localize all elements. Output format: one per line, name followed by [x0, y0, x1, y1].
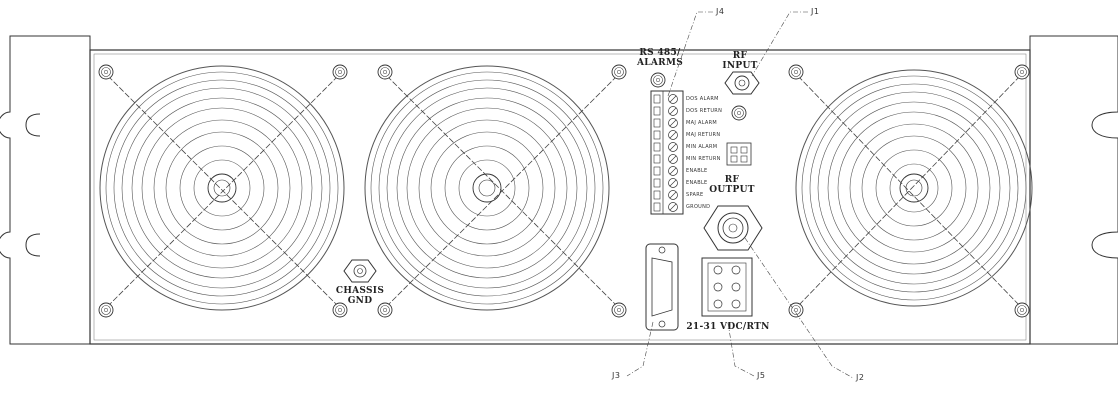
rf-output-line1: RF — [724, 175, 740, 185]
j2-rf-output-connector — [703, 205, 763, 251]
chassis-gnd-line2: GND — [347, 296, 373, 306]
j3-db-connector — [645, 243, 679, 331]
rf-output-line2: OUTPUT — [709, 185, 755, 195]
fan-right — [788, 64, 1033, 318]
terminal-label: MIN RETURN — [686, 156, 721, 162]
terminal-label: ENABLE — [686, 168, 708, 174]
fan-center-screw — [611, 302, 627, 318]
fan-right-screw — [788, 302, 804, 318]
fan-left-screw — [98, 302, 114, 318]
j5-power-connector — [701, 257, 753, 317]
right-rack-ear — [1029, 35, 1118, 345]
rs485-alarms-label: RS 485/ ALARMS — [632, 48, 688, 68]
terminal-screw — [653, 190, 678, 200]
terminal-screw — [653, 154, 678, 164]
chassis-gnd-label: CHASSIS GND — [331, 286, 389, 306]
terminal-screw — [653, 178, 678, 188]
terminal-screw — [653, 166, 678, 176]
fan-left-screw — [332, 64, 348, 80]
j4-terminal-block — [650, 90, 684, 215]
terminal-screw — [653, 94, 678, 104]
terminal-screw — [653, 118, 678, 128]
fan-center-screw — [377, 64, 393, 80]
fan-left-screw — [98, 64, 114, 80]
fan-right-screw — [1014, 64, 1030, 80]
terminal-label: GROUND — [686, 204, 711, 210]
terminal-label: DOS RETURN — [686, 108, 723, 114]
chassis-gnd-stud — [343, 259, 377, 283]
fan-right-screw — [788, 64, 804, 80]
rf-input-line2: INPUT — [722, 61, 758, 71]
terminal-screw — [653, 142, 678, 152]
left-rack-ear — [0, 35, 91, 345]
terminal-label: MAJ ALARM — [686, 120, 718, 126]
terminal-screw — [653, 106, 678, 116]
fan-center — [364, 64, 627, 318]
panel-body — [89, 49, 1031, 345]
terminal-label: MAJ RETURN — [686, 132, 721, 138]
chassis-gnd-line1: CHASSIS — [335, 286, 385, 296]
leader-lines — [626, 11, 854, 379]
power-label: 21-31 VDC/RTN — [686, 322, 770, 332]
terminal-label: SPARE — [686, 192, 704, 198]
fan-center-screw — [611, 64, 627, 80]
terminal-label: MIN ALARM — [686, 144, 718, 150]
dip-switch — [726, 142, 752, 166]
rf-input-label: RF INPUT — [716, 51, 764, 71]
callout-j3: J3 — [612, 371, 621, 380]
j4-mount-screw — [650, 72, 666, 88]
fan-right-screw — [1014, 302, 1030, 318]
callout-j5: J5 — [757, 371, 766, 380]
terminal-label: DOS ALARM — [686, 96, 719, 102]
fan-left — [98, 64, 348, 318]
rf-input-line1: RF — [732, 51, 748, 61]
rf-output-label: RF OUTPUT — [703, 175, 761, 195]
j1-rf-input-connector — [724, 71, 760, 95]
terminal-screw — [653, 202, 678, 212]
terminal-screw — [653, 130, 678, 140]
callout-j4: J4 — [716, 7, 725, 16]
callout-j1: J1 — [811, 7, 820, 16]
rf-mount-screw — [731, 105, 747, 121]
rs485-label-line1: RS 485/ — [639, 48, 681, 58]
callout-j2: J2 — [856, 373, 865, 382]
terminal-label: ENABLE — [686, 180, 708, 186]
rs485-label-line2: ALARMS — [636, 58, 684, 68]
